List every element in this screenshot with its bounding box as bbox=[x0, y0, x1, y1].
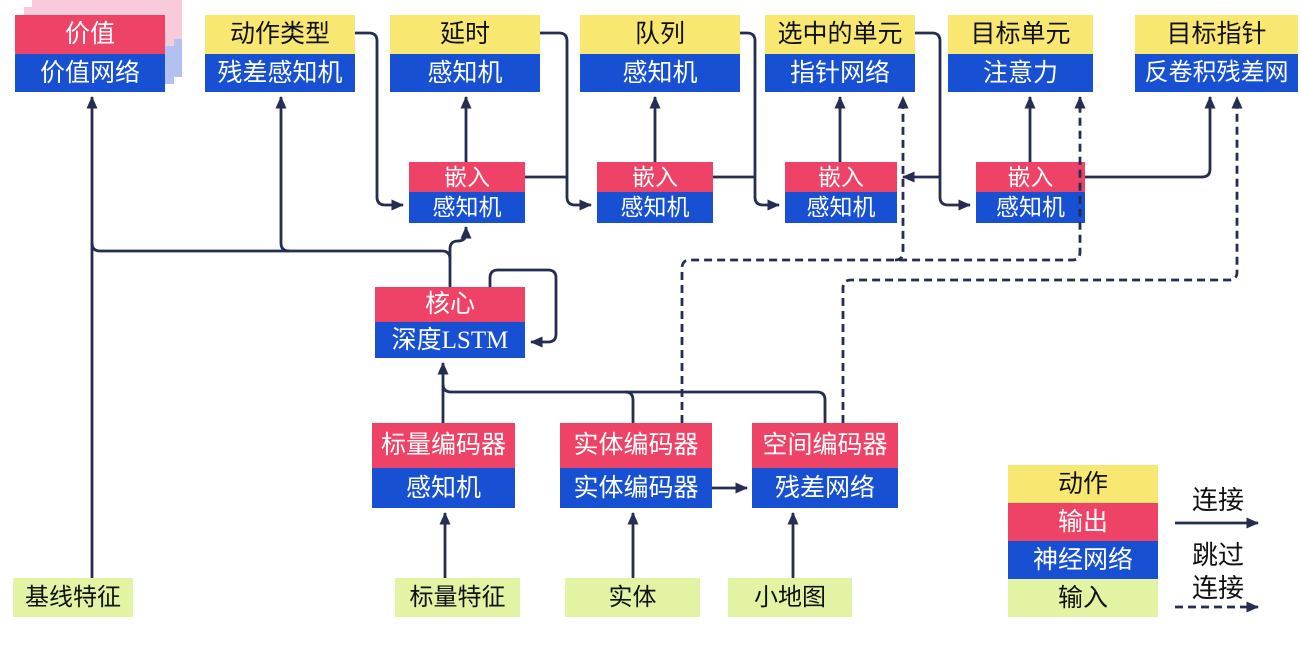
wire-entity-encoder-branch bbox=[624, 390, 635, 423]
node-baseline-features-label: 基线特征 bbox=[13, 578, 133, 617]
legend-action: 动作 bbox=[1008, 465, 1158, 503]
node-core-output: 核心 bbox=[375, 287, 525, 322]
node-embed-1: 嵌入 感知机 bbox=[409, 162, 525, 223]
node-embed-1-network: 感知机 bbox=[409, 192, 525, 223]
node-embed-4-network: 感知机 bbox=[976, 192, 1085, 223]
node-delay-action: 延时 bbox=[390, 15, 540, 54]
node-delay-network: 感知机 bbox=[390, 54, 540, 92]
node-spatial-encoder-output: 空间编码器 bbox=[752, 423, 898, 468]
node-selected-units: 选中的单元 指针网络 bbox=[765, 15, 915, 92]
node-target-unit-action: 目标单元 bbox=[948, 15, 1093, 54]
legend-input: 输入 bbox=[1008, 579, 1158, 617]
node-delay: 延时 感知机 bbox=[390, 15, 540, 92]
node-scalar-encoder-output: 标量编码器 bbox=[372, 423, 515, 468]
node-target-point-network: 反卷积残差网 bbox=[1135, 54, 1298, 92]
node-minimap-label: 小地图 bbox=[728, 578, 852, 617]
node-action-type-network: 残差感知机 bbox=[205, 54, 355, 92]
node-scalar-encoder-network: 感知机 bbox=[372, 468, 515, 508]
node-embed-2-output: 嵌入 bbox=[597, 162, 713, 192]
node-embed-3: 嵌入 感知机 bbox=[785, 162, 897, 223]
node-scalar-encoder: 标量编码器 感知机 bbox=[372, 423, 515, 508]
node-core-network: 深度LSTM bbox=[375, 322, 525, 358]
node-core: 核心 深度LSTM bbox=[375, 287, 525, 358]
node-entity-encoder-output: 实体编码器 bbox=[560, 423, 712, 468]
node-target-unit-network: 注意力 bbox=[948, 54, 1093, 92]
node-value-network: 价值网络 bbox=[15, 54, 165, 92]
wire-encoder-bus bbox=[441, 383, 827, 423]
node-target-point: 目标指针 反卷积残差网 bbox=[1135, 15, 1298, 92]
node-embed-4-output: 嵌入 bbox=[976, 162, 1085, 192]
node-spatial-encoder: 空间编码器 残差网络 bbox=[752, 423, 898, 508]
node-embed-2: 嵌入 感知机 bbox=[597, 162, 713, 223]
wire-core-left-bus bbox=[90, 242, 452, 260]
legend-skip-label-2: 连接 bbox=[1192, 574, 1245, 603]
wire-core-to-embed1 bbox=[448, 226, 472, 287]
node-action-type-action: 动作类型 bbox=[205, 15, 355, 54]
legend-output: 输出 bbox=[1008, 503, 1158, 541]
legend-connection-label: 连接 bbox=[1192, 486, 1245, 515]
node-target-unit: 目标单元 注意力 bbox=[948, 15, 1093, 92]
node-target-point-action: 目标指针 bbox=[1135, 15, 1298, 54]
node-embed-3-network: 感知机 bbox=[785, 192, 897, 223]
node-scalar-features: 标量特征 bbox=[395, 578, 520, 617]
node-queue-action: 队列 bbox=[580, 15, 740, 54]
node-queue-network: 感知机 bbox=[580, 54, 740, 92]
legend-skip-label-1: 跳过 bbox=[1192, 541, 1245, 570]
wire-embed4-to-target-point bbox=[1085, 96, 1216, 179]
node-minimap: 小地图 bbox=[728, 578, 852, 617]
node-embed-3-output: 嵌入 bbox=[785, 162, 897, 192]
wire-skip-entity-to-target-unit bbox=[680, 96, 1086, 423]
node-value: 价值 价值网络 bbox=[15, 15, 165, 92]
node-selected-units-action: 选中的单元 bbox=[765, 15, 915, 54]
node-action-type: 动作类型 残差感知机 bbox=[205, 15, 355, 92]
node-baseline-features: 基线特征 bbox=[13, 578, 133, 617]
wire-bus-to-action-type bbox=[275, 96, 290, 253]
node-entities: 实体 bbox=[565, 578, 700, 617]
node-spatial-encoder-network: 残差网络 bbox=[752, 468, 898, 508]
legend: 动作 输出 神经网络 输入 bbox=[1008, 465, 1158, 617]
node-embed-2-network: 感知机 bbox=[597, 192, 713, 223]
node-embed-1-output: 嵌入 bbox=[409, 162, 525, 192]
node-scalar-features-label: 标量特征 bbox=[395, 578, 520, 617]
node-entity-encoder: 实体编码器 实体编码器 bbox=[560, 423, 712, 508]
node-entities-label: 实体 bbox=[565, 578, 700, 617]
node-queue: 队列 感知机 bbox=[580, 15, 740, 92]
node-selected-units-network: 指针网络 bbox=[765, 54, 915, 92]
wire-skip-spatial-to-target-point bbox=[841, 96, 1243, 423]
node-value-output: 价值 bbox=[15, 15, 165, 54]
legend-network: 神经网络 bbox=[1008, 541, 1158, 579]
node-entity-encoder-network: 实体编码器 bbox=[560, 468, 712, 508]
node-embed-4: 嵌入 感知机 bbox=[976, 162, 1085, 223]
